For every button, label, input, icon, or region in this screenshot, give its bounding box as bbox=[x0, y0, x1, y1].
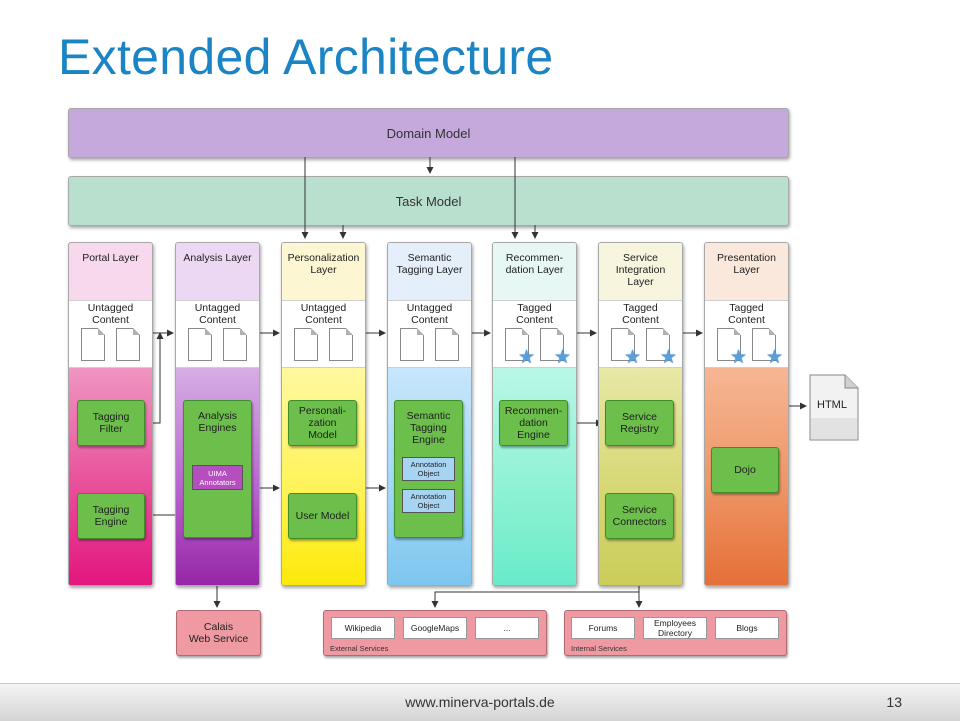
page-number: 13 bbox=[886, 694, 902, 710]
user-model-box: User Model bbox=[288, 493, 357, 539]
star-icon: ★ bbox=[766, 347, 784, 368]
document-icon bbox=[294, 328, 318, 361]
external-service-item: GoogleMaps bbox=[403, 617, 467, 639]
task-model-label: Task Model bbox=[395, 193, 462, 209]
document-icon bbox=[116, 328, 140, 361]
html-document-icon bbox=[809, 374, 859, 441]
document-icon bbox=[400, 328, 424, 361]
connectors-to-external-arrow bbox=[431, 591, 639, 608]
document-icon bbox=[505, 328, 529, 361]
document-icon bbox=[646, 328, 670, 361]
star-icon: ★ bbox=[518, 347, 536, 368]
external-service-item: Wikipedia bbox=[331, 617, 395, 639]
layer-title: Portal Layer bbox=[69, 243, 152, 300]
internal-service-item: Blogs bbox=[715, 617, 779, 639]
document-icon bbox=[717, 328, 741, 361]
html-output-label: HTML bbox=[817, 399, 847, 411]
layer-title: Recommen-dation Layer bbox=[493, 243, 576, 300]
domain-model-label: Domain Model bbox=[386, 125, 471, 141]
footer-url: www.minerva-portals.de bbox=[405, 694, 555, 710]
layer-title: Analysis Layer bbox=[176, 243, 259, 300]
document-icon bbox=[223, 328, 247, 361]
document-icon bbox=[611, 328, 635, 361]
internal-services-label: Internal Services bbox=[571, 644, 627, 653]
external-services-label: External Services bbox=[330, 644, 389, 653]
document-icon bbox=[540, 328, 564, 361]
external-service-item: ... bbox=[475, 617, 539, 639]
document-icon bbox=[435, 328, 459, 361]
footer-bar bbox=[0, 683, 960, 721]
star-icon: ★ bbox=[554, 347, 572, 368]
internal-service-item: Forums bbox=[571, 617, 635, 639]
page-title: Extended Architecture bbox=[58, 29, 554, 85]
document-icon bbox=[329, 328, 353, 361]
dojo-box: Dojo bbox=[711, 447, 779, 493]
task-model-band: Task Model bbox=[68, 176, 789, 226]
star-icon: ★ bbox=[624, 347, 642, 368]
domain-model-band: Domain Model bbox=[68, 108, 789, 158]
document-icon bbox=[81, 328, 105, 361]
document-icon bbox=[752, 328, 776, 361]
star-icon: ★ bbox=[730, 347, 748, 368]
star-icon: ★ bbox=[660, 347, 678, 368]
document-icon bbox=[188, 328, 212, 361]
